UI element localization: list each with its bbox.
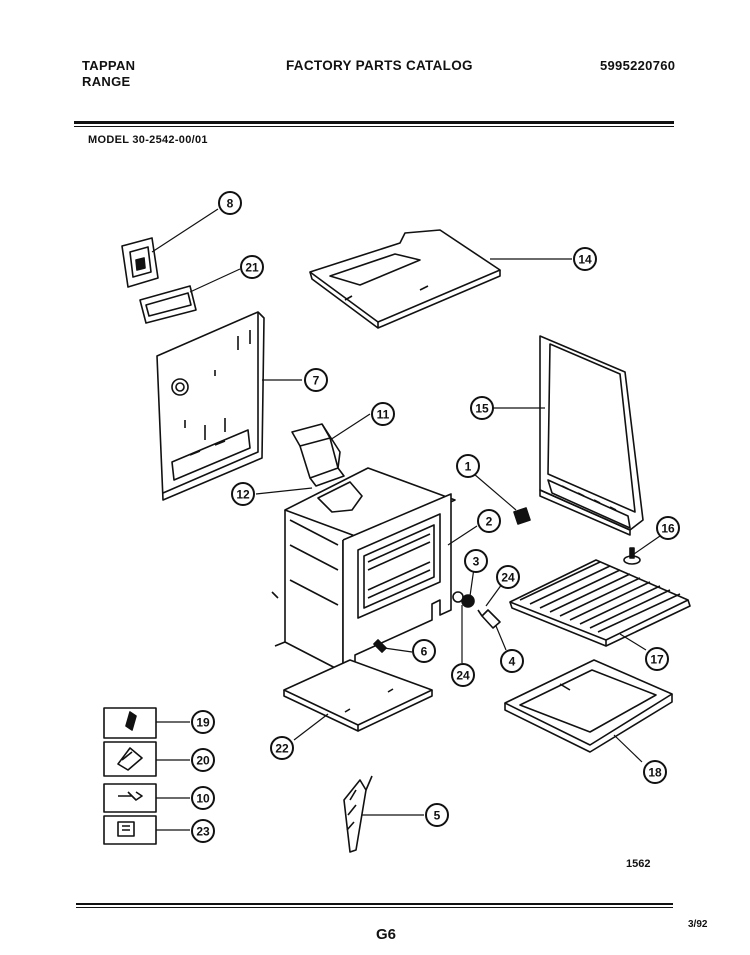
footer-rule-thin — [76, 907, 673, 908]
callout-label: 6 — [421, 645, 428, 659]
part-18-broil-pan — [504, 659, 673, 753]
callout-label: 18 — [648, 766, 662, 780]
callout-label: 24 — [501, 571, 515, 585]
callout-label: 24 — [456, 669, 470, 683]
callout-19: 19 — [191, 710, 215, 734]
callout-12: 12 — [231, 482, 255, 506]
callout-label: 23 — [196, 825, 210, 839]
callout-23: 23 — [191, 819, 215, 843]
callout-label: 4 — [509, 655, 516, 669]
callout-label: 17 — [650, 653, 664, 667]
part-8-bracket — [121, 237, 159, 288]
callout-1: 1 — [456, 454, 480, 478]
callout-20: 20 — [191, 748, 215, 772]
callout-16: 16 — [656, 516, 680, 540]
callout-label: 15 — [475, 402, 489, 416]
callout-label: 16 — [661, 522, 675, 536]
callout-22: 22 — [270, 736, 294, 760]
revision-date: 3/92 — [688, 919, 708, 930]
part-14-top-panel — [309, 229, 501, 329]
header-rule — [74, 121, 674, 124]
part-3-grommet — [452, 591, 475, 608]
callout-label: 2 — [486, 515, 493, 529]
callout-6: 6 — [412, 639, 436, 663]
callout-label: 8 — [227, 197, 234, 211]
part-17-oven-rack — [509, 559, 691, 647]
page-number: G6 — [376, 926, 397, 943]
callout-label: 19 — [196, 716, 210, 730]
callout-7: 7 — [304, 368, 328, 392]
part-5-handle — [343, 775, 373, 853]
leader-lines — [151, 208, 661, 831]
callout-label: 3 — [473, 555, 480, 569]
callout-label: 10 — [196, 792, 210, 806]
part-7-rear-panel — [156, 311, 265, 501]
catalog-title: FACTORY PARTS CATALOG — [286, 58, 473, 73]
callout-5: 5 — [425, 803, 449, 827]
callout-label: 21 — [245, 261, 259, 275]
callout-4: 4 — [500, 649, 524, 673]
callout-8: 8 — [218, 191, 242, 215]
callout-15: 15 — [470, 396, 494, 420]
header-rule-thin — [74, 126, 674, 127]
callout-label: 1 — [465, 460, 472, 474]
part-21-bar — [139, 285, 197, 324]
small-parts-boxes — [103, 707, 157, 845]
callout-18: 18 — [643, 760, 667, 784]
callout-24: 24 — [496, 565, 520, 589]
callout-17: 17 — [645, 647, 669, 671]
footer-rule — [76, 903, 673, 905]
callout-10: 10 — [191, 786, 215, 810]
part-15-door-frame — [539, 335, 644, 536]
figure-number: 1562 — [626, 858, 651, 870]
callout-label: 12 — [236, 488, 250, 502]
part-2-oven-body — [271, 467, 456, 681]
brand-line-1: TAPPAN — [82, 58, 136, 73]
brand-line-2: RANGE — [82, 74, 131, 89]
callout-14: 14 — [573, 247, 597, 271]
model-number: MODEL 30-2542-00/01 — [88, 134, 208, 146]
callout-24: 24 — [451, 663, 475, 687]
callout-21: 21 — [240, 255, 264, 279]
part-6-pin — [373, 639, 387, 653]
part-1-knob — [513, 507, 531, 525]
callout-label: 14 — [578, 253, 592, 267]
callout-label: 11 — [377, 408, 390, 422]
callout-label: 7 — [313, 374, 320, 388]
callout-label: 22 — [275, 742, 289, 756]
catalog-number: 5995220760 — [600, 58, 676, 73]
callout-label: 5 — [434, 809, 441, 823]
part-11-vent-duct — [291, 423, 345, 487]
part-16-leveler — [623, 547, 641, 565]
callout-11: 11 — [371, 402, 395, 426]
part-22-bottom-panel — [283, 659, 433, 732]
callout-3: 3 — [464, 549, 488, 573]
part-4-screw — [477, 609, 501, 629]
callout-label: 20 — [196, 754, 210, 768]
callout-2: 2 — [477, 509, 501, 533]
